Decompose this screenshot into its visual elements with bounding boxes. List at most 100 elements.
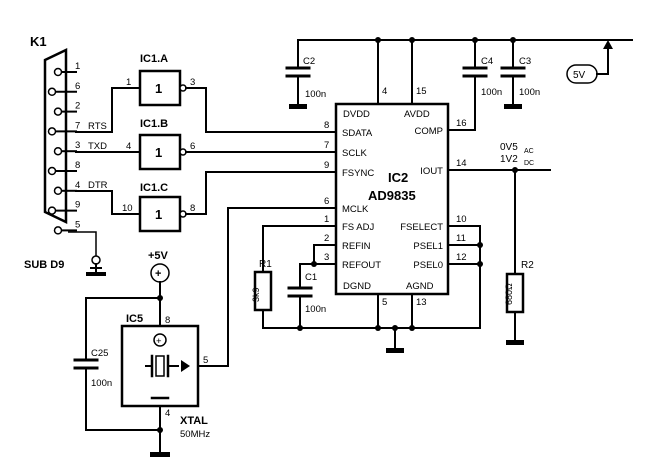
pin-name: AGND [406, 281, 434, 292]
buffer-ref: IC1.A [140, 53, 168, 65]
pin-num: 2 [324, 233, 329, 244]
buffer-num: 1 [155, 145, 162, 160]
connector-pin [53, 67, 63, 77]
pin-name: IOUT [420, 166, 443, 177]
buffer-ic1b: IC1.B 1 4 6 [126, 118, 337, 171]
c1-label: C1 [305, 272, 317, 283]
pin-name: DGND [343, 281, 371, 292]
pin-num: 9 [324, 160, 329, 171]
connector-shell [43, 48, 68, 224]
connector-pin [47, 206, 57, 215]
pin-num: 12 [456, 252, 467, 263]
supply-plus-sign: + [156, 336, 162, 347]
pin-num: 1 [126, 77, 131, 88]
r2-value: 680Ω [504, 283, 514, 305]
r2-label: R2 [521, 260, 534, 271]
plus5v-sign: + [155, 268, 161, 280]
pin-name: AVDD [404, 109, 430, 120]
pin-num: 15 [416, 86, 427, 97]
pin-num: 8 [165, 315, 170, 326]
pin-num: 4 [382, 86, 387, 97]
pin-num: 8 [324, 120, 329, 131]
pin-num: 1 [324, 214, 329, 225]
signal-dtr: DTR [88, 180, 108, 191]
oscillator-ic5: +5V + C25 100n IC5 8 5 4 + XTAL 50MHz [73, 250, 210, 457]
pin-name: FSELECT [400, 222, 443, 233]
connector-pin [47, 127, 57, 136]
r1-label: R1 [259, 259, 272, 270]
plus5v-label: +5V [148, 250, 169, 262]
c2-value: 100n [305, 89, 326, 100]
iout-ac-sub: AC [524, 148, 534, 155]
pin-name: COMP [415, 126, 444, 137]
pin-name: PSEL1 [413, 241, 443, 252]
arrow-up-icon [603, 40, 613, 49]
connector-pin-num: 6 [75, 81, 80, 92]
buffer-ic1a: IC1.A 1 1 3 [126, 53, 337, 133]
serial-signals: RTS TXD DTR [75, 87, 141, 215]
signal-rts: RTS [88, 121, 107, 132]
ground-icon [86, 272, 106, 276]
buffer-ref: IC1.C [140, 182, 168, 194]
pin-num: 3 [324, 252, 329, 263]
connector-type: SUB D9 [24, 259, 64, 271]
crystal-icon [145, 354, 179, 378]
pin-num: 5 [382, 297, 387, 308]
connector-pin [53, 226, 63, 235]
pin-num: 4 [165, 408, 170, 419]
pin-num: 7 [324, 140, 329, 151]
pin-num: 14 [456, 158, 467, 169]
c1-value: 100n [305, 304, 326, 315]
buffer-num: 1 [155, 81, 162, 96]
iout-ac-level: 0V5 [500, 142, 518, 153]
c25-value: 100n [91, 378, 112, 389]
c3-value: 100n [519, 87, 540, 98]
buffer-ref: IC1.B [140, 118, 168, 130]
c3-label: C3 [519, 56, 531, 67]
connector-pin-num: 5 [75, 219, 80, 230]
pin-num: 3 [190, 77, 195, 88]
connector-pin-num: 1 [75, 61, 80, 72]
ic2-part: AD9835 [368, 188, 416, 203]
ic2-ref: IC2 [388, 170, 408, 185]
pin-num: 6 [324, 196, 329, 207]
supply-5v-text: 5V [573, 70, 586, 81]
ic2-ad9835: DVDD AVDD IC2 AD9835 8SDATA7SCLK9FSYNC6M… [324, 102, 467, 329]
supply-rail: C2 100n 4 15 C4 100n C3 100n 5V [285, 37, 633, 131]
connector-pin [53, 186, 63, 196]
signal-txd: TXD [88, 141, 107, 152]
connector-pin [47, 166, 57, 176]
buffer-box [138, 195, 182, 233]
connector-pin [53, 107, 63, 116]
connector-pin-num: 3 [75, 140, 80, 151]
pin-name: DVDD [343, 109, 370, 120]
pin-num: 16 [456, 118, 467, 129]
ic2-body [334, 102, 450, 296]
connector-pin-num: 2 [75, 101, 80, 112]
ground-ring-icon [91, 255, 101, 265]
pin-name: MCLK [342, 204, 369, 215]
iout-dc-sub: DC [524, 160, 534, 167]
c4-label: C4 [481, 56, 493, 67]
c25-label: C25 [91, 348, 108, 359]
r1-value: 3k9 [251, 287, 261, 302]
connector-pin-num: 4 [75, 180, 80, 191]
pin-num: 10 [122, 203, 133, 214]
c2-label: C2 [303, 56, 315, 67]
buffer-num: 1 [155, 207, 162, 222]
xtal-freq: 50MHz [180, 429, 210, 440]
pin-name: REFOUT [342, 260, 381, 271]
ic5-ref: IC5 [126, 313, 143, 325]
iout-dc-level: 1V2 [500, 154, 518, 165]
xtal-label: XTAL [180, 415, 208, 427]
pin-name: SDATA [342, 128, 373, 139]
pin-num: 13 [416, 297, 427, 308]
connector-pin-num: 9 [75, 200, 80, 211]
pin-num: 6 [190, 141, 195, 152]
c4-value: 100n [481, 87, 502, 98]
pin-name: PSEL0 [413, 260, 443, 271]
